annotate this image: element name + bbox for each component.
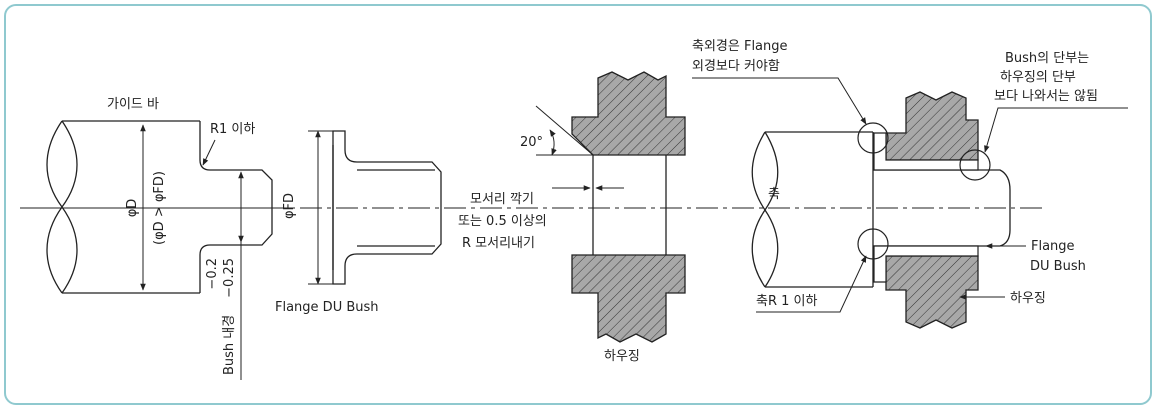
shaft-r1-leader (756, 255, 867, 313)
r1-leader (202, 139, 216, 166)
shaft-break-curve-2 (751, 131, 779, 288)
assembly-housing-lower (885, 255, 979, 329)
tolerance-upper: −0.2 (205, 258, 220, 290)
shaft-od-leader (692, 77, 867, 125)
shaft-r1-label: 축R 1 이하 (756, 294, 817, 309)
diagram-frame (4, 4, 1152, 405)
callout-circle-shaft-r (857, 228, 889, 260)
housing-center-label: 하우징 (604, 349, 640, 364)
guide-bar-break-curve-2 (46, 120, 78, 294)
phi-d-label: φD (125, 199, 140, 218)
bush-end-leader (984, 107, 1128, 153)
bush-inner-dia-label: Bush 내경 (222, 315, 237, 375)
guide-bar (46, 120, 273, 294)
phi-fd-label: φFD (282, 193, 297, 219)
callout-circle-flange-top (857, 122, 889, 154)
assembly-housing (885, 91, 979, 329)
angle-20-arc (549, 129, 557, 156)
bush-end-label-line1: Bush의 단부는 (1005, 51, 1089, 66)
r1-below-label: R1 이하 (210, 122, 255, 137)
housing-right-label: 하우징 (1010, 291, 1046, 306)
bush-end-label-line2: 하우징의 단부 (1000, 70, 1076, 85)
shaft-od-label-line1: 축외경은 Flange (692, 39, 788, 54)
flange-du-bush (332, 130, 442, 285)
bush-outer-profile (332, 130, 442, 285)
chamfer-label-line1: 모서리 깍기 (470, 192, 534, 207)
shaft-journal (873, 169, 1011, 247)
housing-lower-hatched (571, 254, 686, 343)
chamfer-angle-line (535, 105, 594, 156)
flange-du-bush-right-line2: DU Bush (1030, 259, 1086, 274)
assembly-bush-lower (873, 245, 979, 283)
housing-section (571, 71, 686, 343)
assembly-shaft (751, 131, 1011, 288)
callout-circle-bush-end (959, 149, 991, 181)
guide-bar-step-profile (199, 121, 273, 293)
tolerance-lower: −0.25 (222, 258, 237, 298)
flange-du-bush-right-line1: Flange (1031, 239, 1075, 254)
assembly-housing-upper (885, 91, 979, 161)
flange-du-bush-label: Flange DU Bush (275, 300, 379, 315)
bush-end-label-line3: 보다 나와서는 않됨 (994, 89, 1098, 104)
guide-bar-label: 가이드 바 (107, 97, 159, 112)
shaft-label: 축 (768, 187, 780, 202)
assembly-bush-upper (873, 132, 979, 171)
phi-d-condition-label: (φD > φFD) (152, 171, 167, 245)
assembly-bush (873, 132, 979, 283)
angle-20-label: 20° (520, 135, 543, 150)
chamfer-label-line3: R 모서리내기 (462, 236, 535, 251)
shaft-od-label-line2: 외경보다 커야함 (692, 59, 780, 74)
chamfer-label-line2: 또는 0.5 이상의 (458, 214, 547, 229)
housing-upper-hatched (571, 71, 686, 156)
